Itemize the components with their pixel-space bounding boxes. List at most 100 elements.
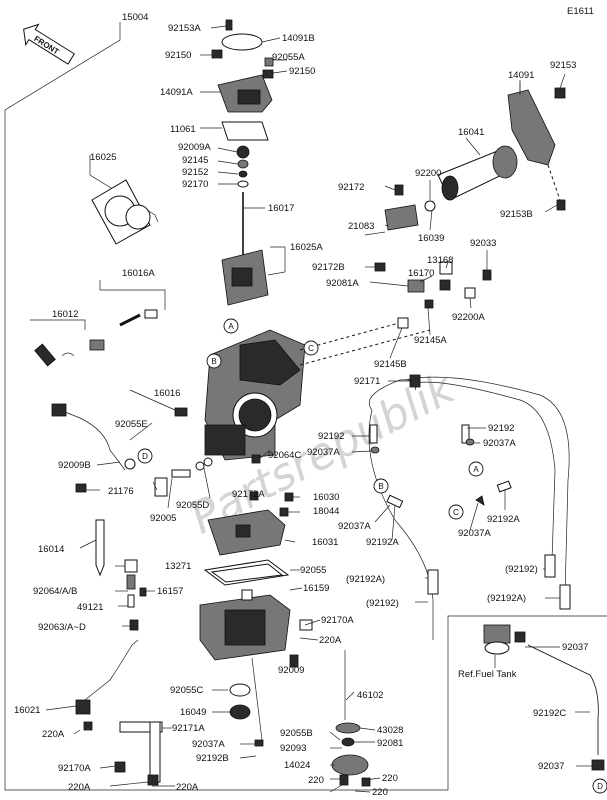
screw-92150-r [262,69,274,79]
label-92170A-mid: 92170A [321,615,354,626]
label-16159: 16159 [303,583,329,594]
diaphragm-group [89,155,269,306]
throttle-cam-group [424,82,566,212]
label-220A-bottom: 220A [176,782,199,793]
label-92055A: 92055A [272,52,305,63]
label-14091A: 14091A [160,87,193,98]
label-92150-left: 92150 [165,50,191,61]
label-92081: 92081 [377,738,403,749]
label-92009B: 92009B [58,460,91,471]
label-92172B: 92172B [312,262,345,273]
label-92145A: 92145A [414,335,447,346]
svg-text:D: D [597,782,603,791]
top-cover-group [211,19,274,260]
label-220A-left1: 220A [42,729,65,740]
gasket-14091B [221,33,263,51]
label-92153A-top: 92153A [168,23,201,34]
clip-92170 [237,180,249,188]
label-14091B: 14091B [282,33,315,44]
label-92009A: 92009A [178,142,211,153]
label-92037-bottom: 92037 [538,761,564,772]
label-92037A-mid: 92037A [458,528,491,539]
svg-text:B: B [378,482,383,491]
label-18044: 18044 [313,506,339,517]
callout-a-top: A [223,318,239,334]
label-92081A: 92081A [326,278,359,289]
callout-c-top: C [303,340,319,356]
label-15004: 15004 [122,12,148,23]
callout-b-left: B [206,353,222,369]
label-92145B: 92145B [374,359,407,370]
spring-92145 [237,159,249,169]
label-16016A: 16016A [122,268,155,279]
label-92192-paren-right: (92192) [505,564,538,575]
label-92093: 92093 [280,743,306,754]
label-ref-fuel-tank: Ref.Fuel Tank [458,669,517,680]
label-16012: 16012 [52,309,78,320]
label-92055C: 92055C [170,685,203,696]
label-16030: 16030 [313,492,339,503]
label-92170: 92170 [182,179,208,190]
accelerator-pump-group [331,650,371,787]
label-220A-mid: 220A [319,635,342,646]
pilot-jet-group [30,280,166,367]
label-92171A: 92171A [172,723,205,734]
label-11061: 11061 [170,124,196,135]
label-92009: 92009 [278,665,304,676]
leader-lines [45,25,592,793]
label-92055B: 92055B [280,728,313,739]
callout-d-left: D [137,448,153,464]
label-92170A-bottom: 92170A [58,763,91,774]
callout-b-right: B [373,478,389,494]
svg-text:C: C [308,344,314,353]
label-92055E: 92055E [115,419,148,430]
label-92064C: 92064C [268,450,301,461]
label-13271: 13271 [165,561,191,572]
label-16157: 16157 [157,586,183,597]
label-220-c: 220 [372,787,388,798]
label-21176: 21176 [108,486,134,497]
label-92037A-right: 92037A [483,438,516,449]
label-220-a: 220 [382,773,398,784]
label-92037A-bottom: 92037A [192,739,225,750]
label-92153B: 92153B [500,209,533,220]
label-16031: 16031 [312,537,338,548]
label-49121: 49121 [77,602,103,613]
callout-a-right: A [468,461,484,477]
label-92152: 92152 [182,167,208,178]
label-92192A-left: 92192A [366,537,399,548]
main-assembly-frame: 15004 [4,12,607,791]
label-92200: 92200 [415,168,441,179]
screw-92150-l [211,49,223,59]
needle-jet-16014 [95,519,105,577]
label-92171: 92171 [354,376,380,387]
label-16041: 16041 [458,127,484,138]
label-14024: 14024 [284,760,310,771]
label-92037-right: 92037 [562,642,588,653]
label-16014: 16014 [38,544,64,555]
label-92192A-right: 92192A [487,514,520,525]
label-92037A-left: 92037A [307,447,340,458]
label-92063AD: 92063/A~D [38,622,86,633]
svg-text:C: C [453,508,459,517]
label-92192A-paren-right: (92192A) [487,593,526,604]
svg-text:A: A [473,465,479,474]
part-labels: 92153A 14091B 92150 92055A 92150 14091A … [14,23,588,798]
label-16016: 16016 [154,388,180,399]
label-92192A-paren: (92192A) [346,574,385,585]
label-92192B: 92192B [196,753,229,764]
callout-d-bottom: D [592,778,607,794]
svg-text:D: D [142,452,148,461]
svg-text:B: B [211,357,216,366]
front-arrow-icon: FRONT [23,23,76,65]
label-16025A: 16025A [290,242,323,253]
svg-text:A: A [228,322,234,331]
label-16021: 16021 [14,705,40,716]
label-16049: 16049 [180,707,206,718]
diagram-id: E1611 [567,6,594,17]
vent-hoses [368,374,571,640]
label-92192-left: 92192 [318,431,344,442]
label-46102: 46102 [357,690,383,701]
screw-92153A [225,19,233,31]
